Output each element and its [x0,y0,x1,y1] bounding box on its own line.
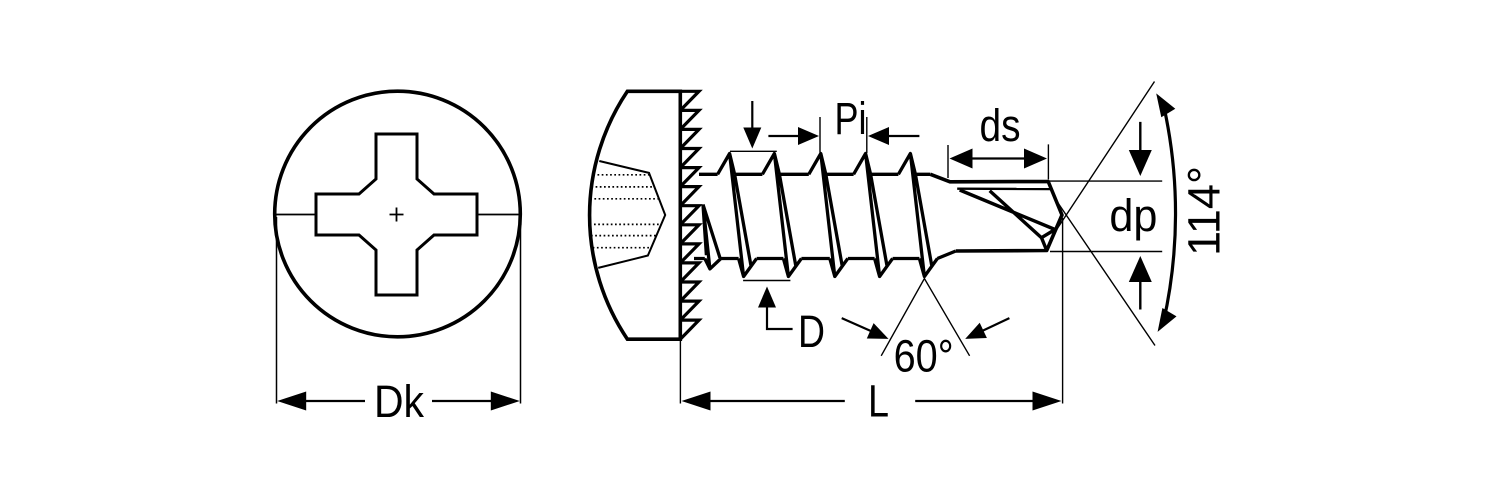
svg-text:D: D [798,306,825,357]
svg-text:ds: ds [980,100,1021,151]
svg-text:Pi: Pi [835,93,867,144]
svg-text:dp: dp [1109,190,1157,241]
svg-text:60°: 60° [894,330,954,381]
svg-text:L: L [868,376,889,427]
svg-text:Dk: Dk [374,376,424,427]
svg-text:114°: 114° [1179,166,1230,256]
